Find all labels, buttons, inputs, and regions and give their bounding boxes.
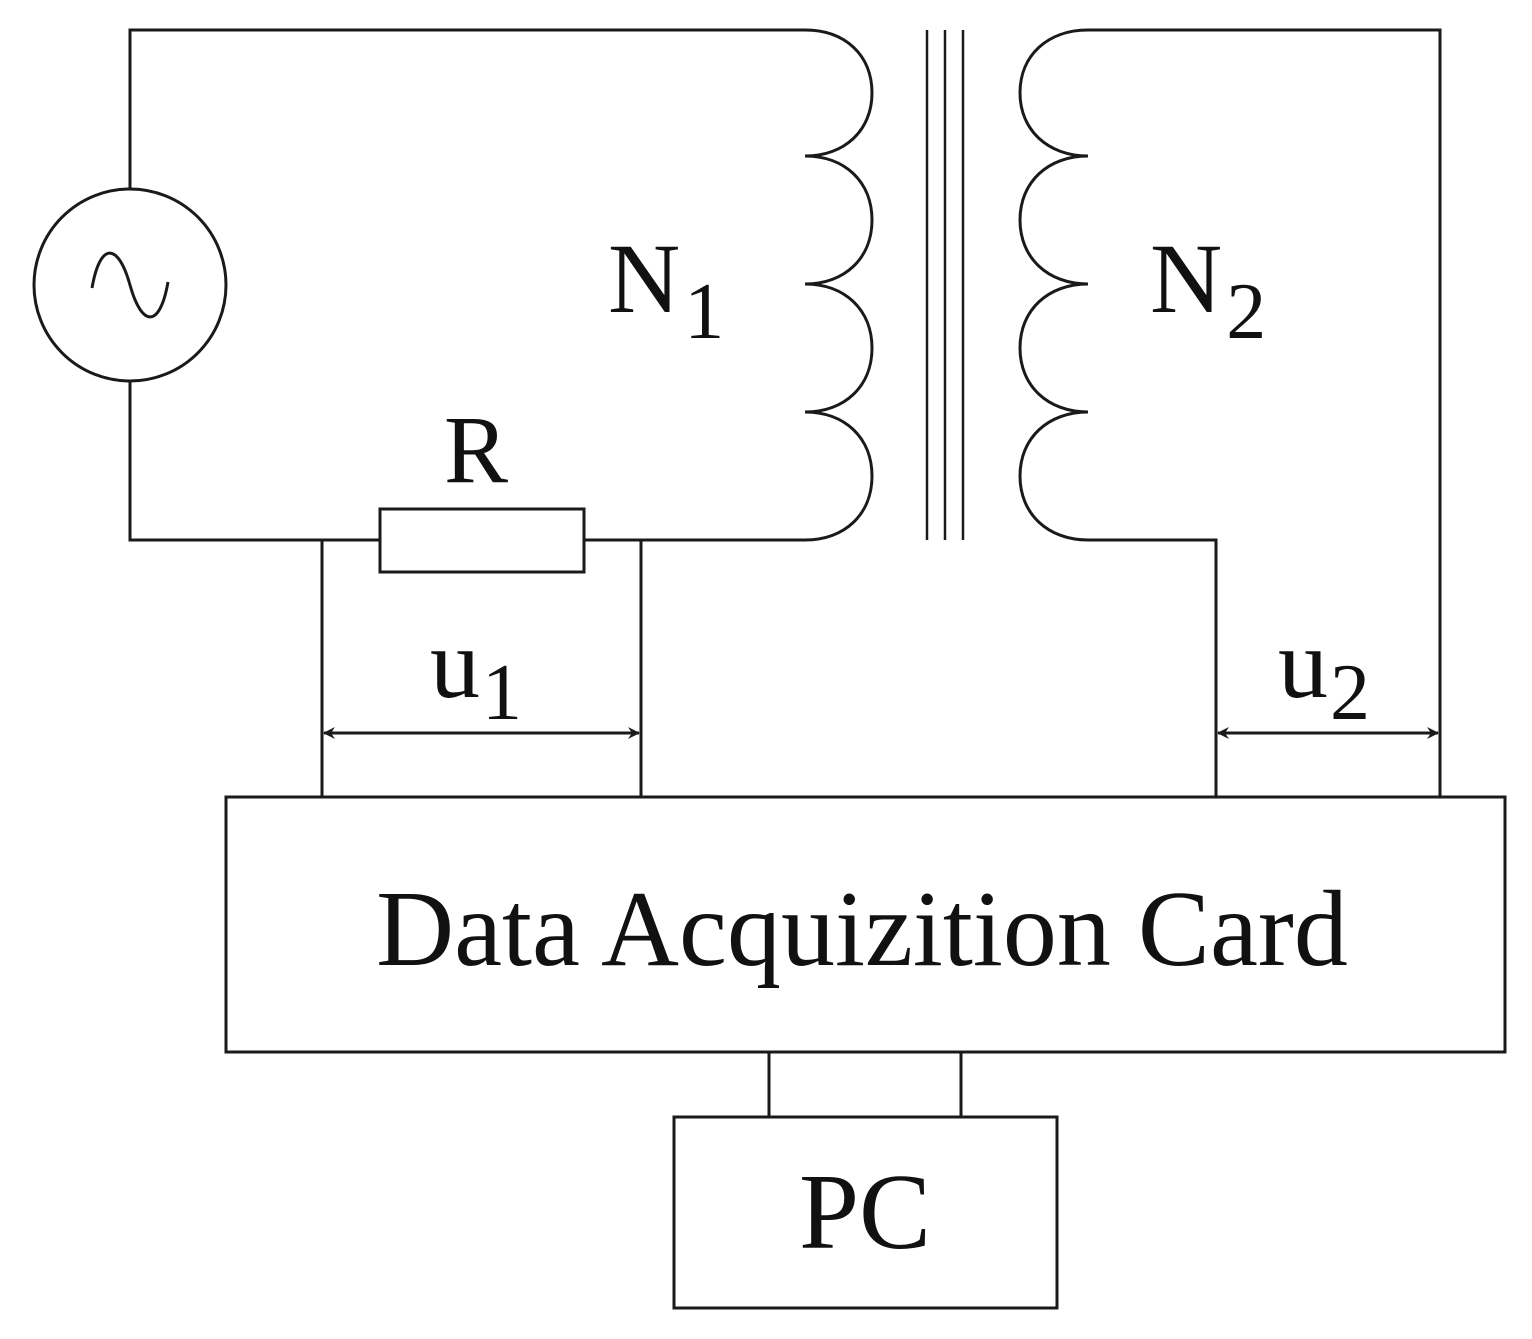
resistor-r: [378, 507, 586, 574]
u1-label: u1: [430, 608, 522, 737]
secondary-coil-letter: N: [1150, 223, 1222, 334]
ac-source-icon: [32, 187, 228, 383]
primary-wire-left-bottom: [128, 380, 380, 542]
u1-subscript: 1: [482, 649, 522, 737]
pc-box: [672, 1115, 1059, 1310]
secondary-coil-label: N2: [1150, 223, 1266, 356]
secondary-wire-bottom: [1088, 538, 1218, 797]
daq-card-label: Data Acquizition Card: [376, 870, 1348, 989]
primary-wire-left-top: [128, 28, 805, 190]
u2-label: u2: [1278, 608, 1370, 737]
primary-coil-subscript: 1: [684, 268, 724, 356]
resistor-label: R: [444, 396, 508, 503]
secondary-coil: [1018, 28, 1089, 542]
pc-label: PC: [799, 1153, 931, 1272]
transformer-core: [925, 30, 965, 540]
primary-coil-label: N1: [608, 223, 724, 356]
secondary-coil-subscript: 2: [1226, 268, 1266, 356]
u1-letter: u: [430, 608, 480, 719]
u2-subscript: 2: [1330, 649, 1370, 737]
u2-letter: u: [1278, 608, 1328, 719]
primary-coil-letter: N: [608, 223, 680, 334]
primary-coil: [804, 28, 874, 542]
secondary-wire-top: [1088, 28, 1442, 797]
daq-card-box: [224, 795, 1507, 1054]
